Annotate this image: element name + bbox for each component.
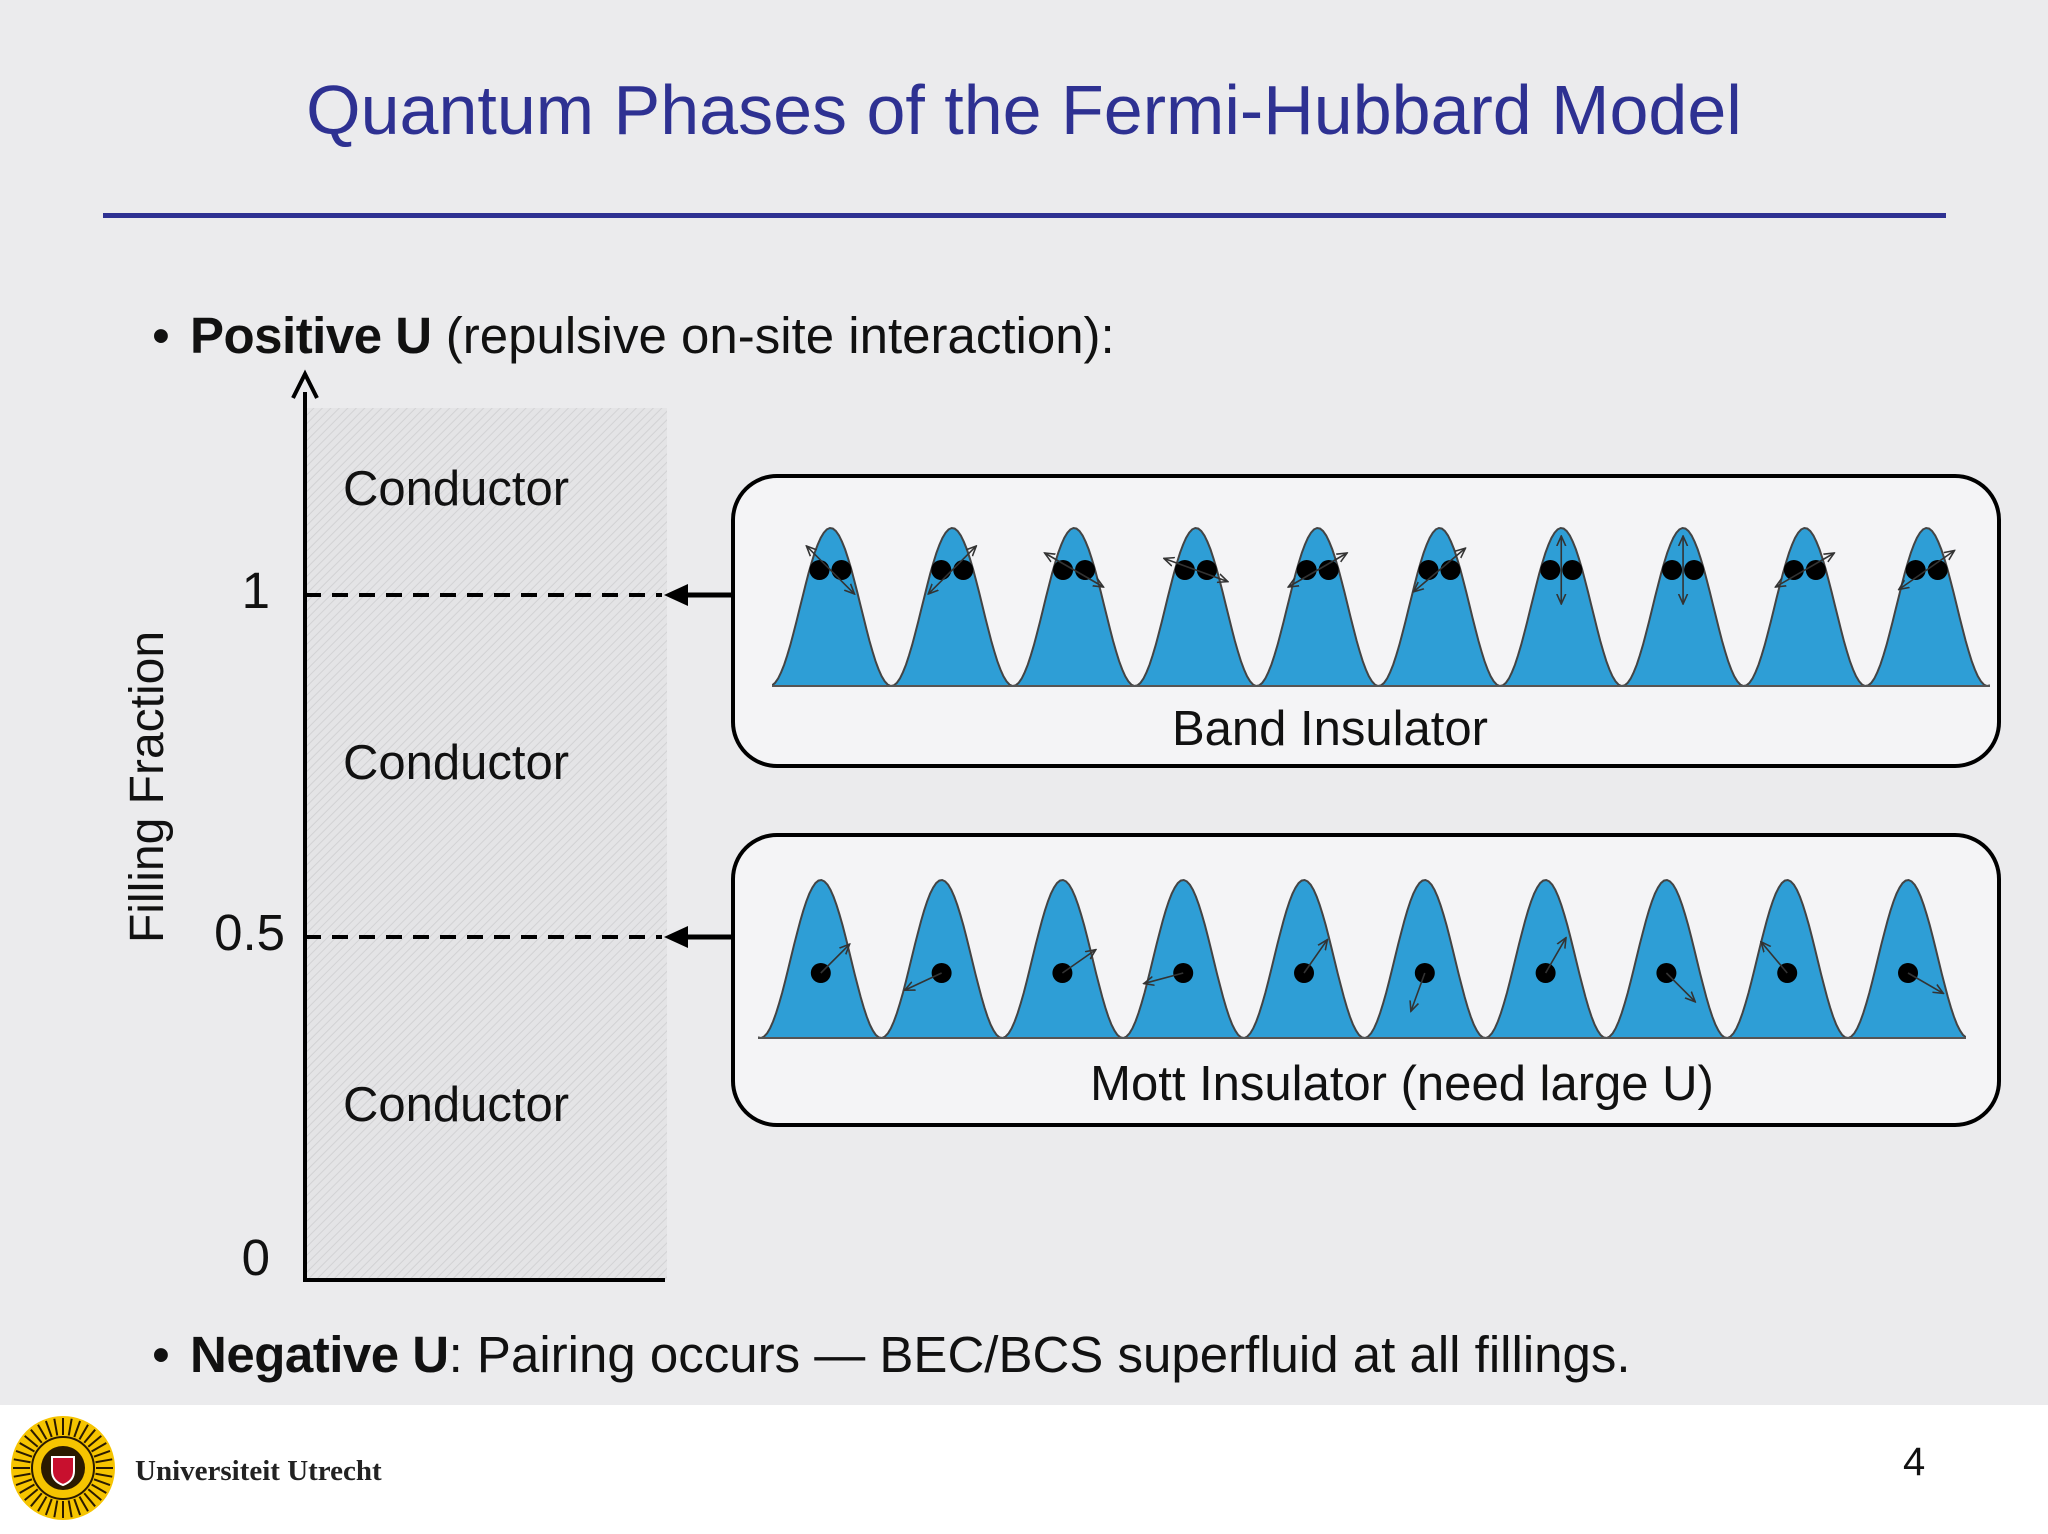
bullet-positive-u: • Positive U (repulsive on-site interacti… (152, 306, 1115, 365)
logo-ray (15, 1449, 33, 1458)
logo-ray (93, 1478, 111, 1487)
tick-label-one: 1 (242, 562, 270, 619)
logo-ray (73, 1498, 82, 1516)
logo-ray (30, 1492, 43, 1507)
logo-ray (95, 1472, 113, 1478)
logo-ray (24, 1435, 39, 1448)
fermion-dot (1684, 560, 1705, 580)
footer-bar (0, 1405, 2048, 1534)
logo-ray (78, 1496, 89, 1512)
slide-title: Quantum Phases of the Fermi-Hubbard Mode… (306, 71, 1742, 149)
spin-arrow (1288, 553, 1347, 587)
bullet-positive-bold: Positive U (190, 307, 432, 364)
logo-ray (44, 1420, 53, 1438)
spin-arrow (1164, 558, 1228, 581)
logo-ray (95, 1458, 113, 1464)
spin-arrow (1061, 950, 1095, 974)
bullet-marker: • (152, 307, 170, 364)
spin-arrow (1303, 940, 1327, 974)
logo-ray (67, 1418, 73, 1436)
bullet-marker: • (152, 1326, 170, 1383)
fermion-dot (1418, 560, 1439, 580)
bullet-positive-text: (repulsive on-site interaction): (431, 307, 1115, 364)
bullet-negative-text: : Pairing occurs — BEC/BCS superfluid at… (448, 1326, 1631, 1383)
logo-ray (91, 1483, 107, 1494)
logo-ray (44, 1498, 53, 1516)
logo-ray (24, 1488, 39, 1501)
spin-arrow (1761, 942, 1788, 974)
logo-ray (87, 1488, 102, 1501)
page-number: 4 (1903, 1440, 1926, 1484)
fermion-dot (931, 560, 952, 580)
spin-arrow (1413, 548, 1465, 592)
logo-ray (87, 1435, 102, 1448)
band-pointer-arrowhead (664, 584, 688, 606)
bullet-negative-bold: Negative U (190, 1326, 449, 1383)
fermion-dot (1440, 560, 1461, 580)
logo-ray (91, 1442, 107, 1453)
logo-ray (93, 1449, 111, 1458)
sun-seal-logo-icon (11, 1416, 115, 1520)
mott-particles (810, 938, 1944, 1012)
logo-ray (67, 1500, 73, 1518)
logo-ray (83, 1492, 96, 1507)
logo-ray (53, 1500, 59, 1518)
spin-arrow (806, 546, 854, 594)
region-label-lower: Conductor (343, 1078, 569, 1132)
spin-arrow (905, 972, 942, 990)
mott-insulator-inset: Mott Insulator (need large U) (731, 833, 2001, 1127)
fermion-dot (831, 560, 852, 580)
spin-arrow (1045, 553, 1104, 587)
spin-arrow (1907, 972, 1943, 993)
logo-ray (15, 1478, 33, 1487)
logo-ray (53, 1418, 59, 1436)
logo-ray (83, 1429, 96, 1444)
logo-ray (13, 1458, 31, 1464)
mott-insulator-caption: Mott Insulator (need large U) (1090, 1057, 1714, 1111)
logo-ray (30, 1429, 43, 1444)
logo-ray (13, 1472, 31, 1478)
tick-label-zero: 0 (242, 1229, 270, 1286)
band-insulator-caption: Band Insulator (1172, 702, 1488, 756)
fermion-dot (1540, 560, 1561, 580)
lattice-potential-fill (758, 880, 1966, 1038)
spin-arrow (1544, 938, 1566, 974)
fermion-dot (1562, 560, 1583, 580)
spin-arrow (1665, 972, 1695, 1002)
tick-label-half: 0.5 (214, 904, 285, 961)
logo-ray (37, 1424, 48, 1440)
mott-lattice (758, 878, 1966, 1040)
logo-ray (19, 1442, 35, 1453)
spin-arrow (1775, 553, 1834, 587)
y-axis-label: Filling Fraction (121, 631, 174, 943)
spin-arrow (928, 546, 976, 594)
logo-ray (73, 1420, 82, 1438)
logo-ray (37, 1496, 48, 1512)
y-axis-arrowhead (291, 369, 319, 399)
logo-ray (19, 1483, 35, 1494)
conductor-region (305, 408, 667, 1280)
fermion-dot (1662, 560, 1683, 580)
fermion-dot (953, 560, 974, 580)
mott-pointer-arrowhead (664, 926, 688, 948)
logo-ray (78, 1424, 89, 1440)
spin-arrow (1411, 972, 1426, 1011)
region-label-middle: Conductor (343, 736, 569, 790)
institution-name: Universiteit Utrecht (135, 1455, 382, 1487)
spin-arrow (820, 944, 850, 974)
bullet-negative-u: • Negative U: Pairing occurs — BEC/BCS su… (152, 1325, 1631, 1384)
band-insulator-inset: Band Insulator (731, 474, 2001, 768)
title-rule (103, 213, 1946, 218)
spin-arrow (1899, 550, 1955, 589)
region-label-upper: Conductor (343, 462, 569, 516)
band-particles (806, 536, 1954, 604)
spin-arrow (1144, 972, 1184, 984)
fermion-dot (809, 560, 830, 580)
